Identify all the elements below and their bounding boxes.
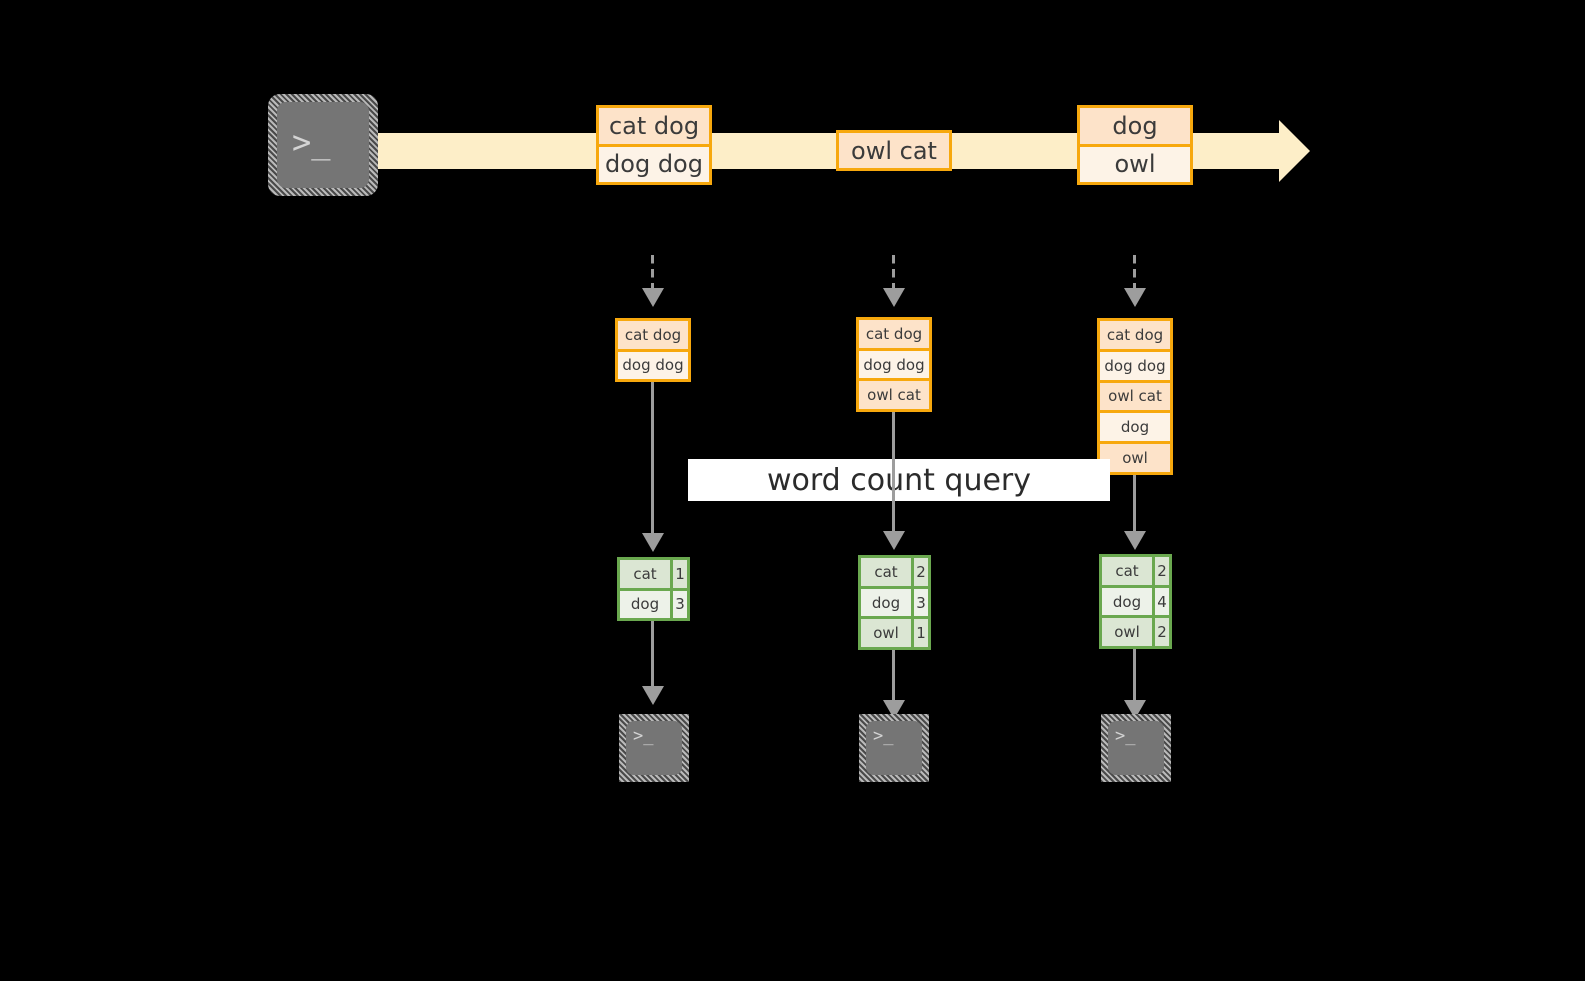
table-row: dog 4 <box>1102 584 1169 616</box>
snapshot-2-sink-line <box>892 650 895 706</box>
snapshot-1-tap-arrowhead <box>642 288 664 307</box>
snapshot-3-input-line-5: owl <box>1100 441 1170 472</box>
stream-event-3-line-2: owl <box>1080 143 1190 182</box>
snapshot-2-input-box[interactable]: cat dog dog dog owl cat <box>856 317 932 412</box>
snapshot-2-sink-terminal-icon: >_ <box>859 714 929 782</box>
snapshot-2-query-line-overlay <box>892 459 895 501</box>
snapshot-3-query-arrowhead <box>1124 531 1146 550</box>
snapshot-1-input-line-1: cat dog <box>618 321 688 349</box>
snapshot-2-input-line-2: dog dog <box>859 347 929 379</box>
snapshot-3-input-box[interactable]: cat dog dog dog owl cat dog owl <box>1097 318 1173 475</box>
snapshot-1-sink-line <box>651 621 654 688</box>
table-row: cat 2 <box>1102 557 1169 585</box>
snapshot-1-query-line <box>651 382 654 536</box>
snapshot-1-result-count-2: 3 <box>670 590 687 618</box>
terminal-prompt-glyph: >_ <box>873 726 894 746</box>
stream-event-3[interactable]: dog owl <box>1077 105 1193 185</box>
snapshot-2-tap-line <box>892 255 895 291</box>
snapshot-2-input-line-1: cat dog <box>859 320 929 348</box>
snapshot-3-result-count-1: 2 <box>1152 557 1169 585</box>
snapshot-3-input-line-4: dog <box>1100 410 1170 442</box>
query-banner: word count query <box>688 459 1110 501</box>
snapshot-2-tap-arrowhead <box>883 288 905 307</box>
stream-timeline-arrowhead <box>1279 120 1313 182</box>
query-banner-label: word count query <box>766 462 1032 498</box>
snapshot-3-tap-arrowhead <box>1124 288 1146 307</box>
snapshot-2-input-line-3: owl cat <box>859 378 929 410</box>
snapshot-3-sink-line <box>1133 649 1136 706</box>
snapshot-3-input-line-2: dog dog <box>1100 348 1170 380</box>
snapshot-2-result-word-1: cat <box>861 558 911 586</box>
table-row: owl 1 <box>861 616 928 648</box>
snapshot-2-result-word-2: dog <box>861 588 911 617</box>
snapshot-3-result-count-3: 2 <box>1152 618 1169 647</box>
snapshot-1-query-arrowhead <box>642 533 664 552</box>
table-row: dog 3 <box>861 585 928 617</box>
snapshot-1-sink-terminal-icon: >_ <box>619 714 689 782</box>
snapshot-3-input-line-3: owl cat <box>1100 379 1170 411</box>
snapshot-3-input-line-1: cat dog <box>1100 321 1170 349</box>
table-row: owl 2 <box>1102 615 1169 647</box>
stream-event-1-line-2: dog dog <box>599 143 709 182</box>
stream-source-terminal-icon: >_ <box>268 94 378 196</box>
snapshot-3-result-word-2: dog <box>1102 587 1152 616</box>
table-row: cat 1 <box>620 560 687 588</box>
snapshot-1-result-word-1: cat <box>620 560 670 588</box>
snapshot-2-query-arrowhead <box>883 531 905 550</box>
snapshot-1-tap-line <box>651 255 654 291</box>
snapshot-2-result-table[interactable]: cat 2 dog 3 owl 1 <box>858 555 931 650</box>
snapshot-2-result-word-3: owl <box>861 619 911 648</box>
stream-event-2-line-1: owl cat <box>839 133 949 168</box>
snapshot-3-result-word-1: cat <box>1102 557 1152 585</box>
snapshot-2-result-count-2: 3 <box>911 588 928 617</box>
stream-event-1[interactable]: cat dog dog dog <box>596 105 712 185</box>
snapshot-1-result-count-1: 1 <box>670 560 687 588</box>
snapshot-3-tap-line <box>1133 255 1136 291</box>
snapshot-2-result-count-3: 1 <box>911 619 928 648</box>
snapshot-3-result-word-3: owl <box>1102 618 1152 647</box>
table-row: dog 3 <box>620 587 687 618</box>
snapshot-1-result-table[interactable]: cat 1 dog 3 <box>617 557 690 621</box>
terminal-prompt-glyph: >_ <box>292 123 331 161</box>
stream-event-3-line-1: dog <box>1080 108 1190 144</box>
terminal-prompt-glyph: >_ <box>633 726 654 746</box>
stream-event-1-line-1: cat dog <box>599 108 709 144</box>
snapshot-2-result-count-1: 2 <box>911 558 928 586</box>
snapshot-3-query-line <box>1133 475 1136 535</box>
snapshot-1-result-word-2: dog <box>620 590 670 618</box>
snapshot-1-input-line-2: dog dog <box>618 348 688 379</box>
snapshot-3-result-table[interactable]: cat 2 dog 4 owl 2 <box>1099 554 1172 649</box>
snapshot-1-input-box[interactable]: cat dog dog dog <box>615 318 691 382</box>
table-row: cat 2 <box>861 558 928 586</box>
snapshot-3-sink-terminal-icon: >_ <box>1101 714 1171 782</box>
stream-event-2[interactable]: owl cat <box>836 130 952 171</box>
snapshot-1-sink-arrowhead <box>642 686 664 705</box>
terminal-prompt-glyph: >_ <box>1115 726 1136 746</box>
snapshot-3-result-count-2: 4 <box>1152 587 1169 616</box>
